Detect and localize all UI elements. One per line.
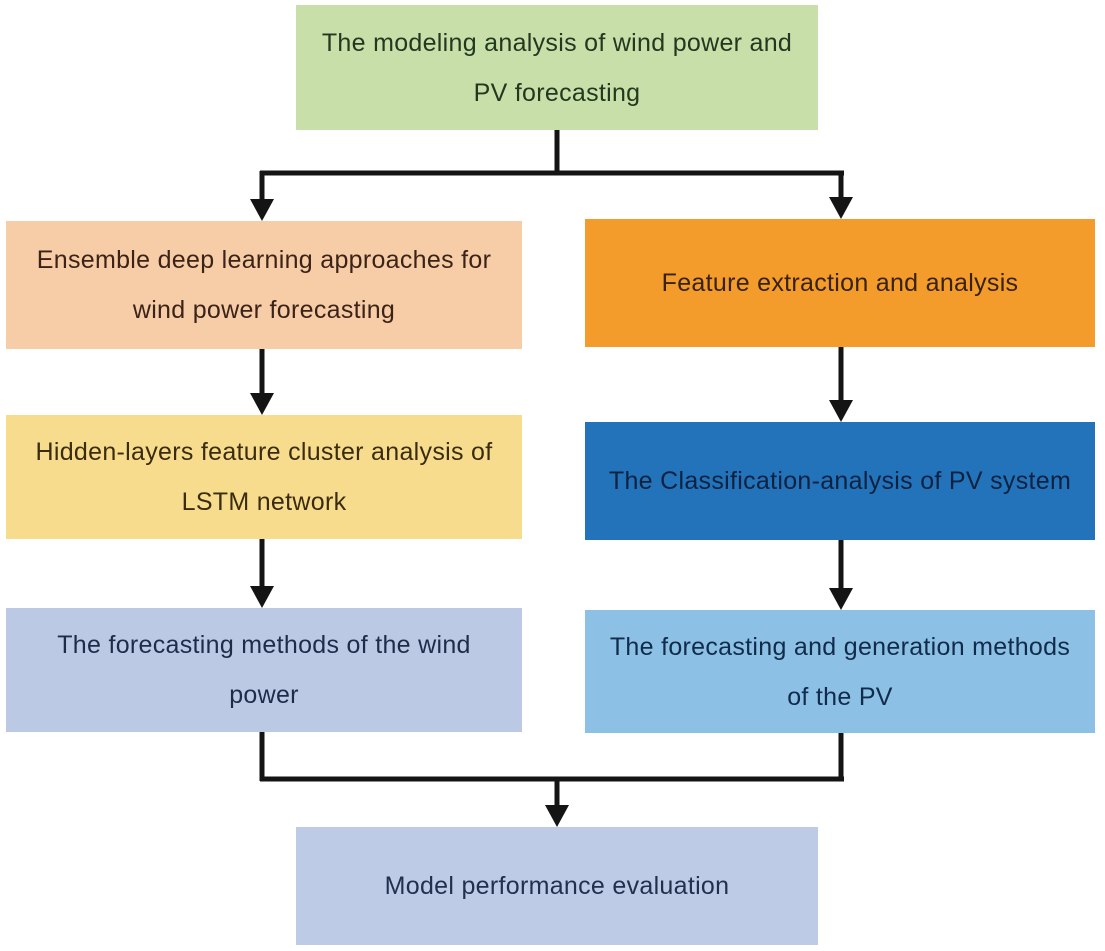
node-modeling-analysis-text-line1: The modeling analysis of wind power and xyxy=(321,28,793,57)
node-pv-forecasting-generation-text-line2: of the PV xyxy=(787,682,893,711)
node-wind-forecasting-methods-text-line1: The forecasting methods of the wind xyxy=(57,631,471,659)
node-pv-classification-analysis-text: The Classification-analysis of PV system xyxy=(608,467,1072,495)
node-hidden-layers-cluster-text-line1: Hidden-layers feature cluster analysis o… xyxy=(35,438,493,466)
node-wind-forecasting-methods: The forecasting methods of the wind powe… xyxy=(6,608,522,732)
node-ensemble-deep-learning-text-line2: wind power forecasting xyxy=(132,296,396,324)
arrowhead-wind1 xyxy=(250,199,274,221)
node-pv-forecasting-generation: The forecasting and generation methods o… xyxy=(585,610,1095,733)
node-wind-forecasting-methods-text-line2: power xyxy=(229,681,299,709)
node-model-performance-evaluation: Model performance evaluation xyxy=(296,827,818,945)
arrowhead-pv3 xyxy=(829,588,853,610)
node-pv-forecasting-generation-text-line1: The forecasting and generation methods xyxy=(609,632,1071,661)
node-ensemble-deep-learning: Ensemble deep learning approaches for wi… xyxy=(6,221,522,349)
arrowhead-wind2 xyxy=(250,393,274,415)
node-modeling-analysis: The modeling analysis of wind power and … xyxy=(296,5,818,130)
node-model-performance-evaluation-text: Model performance evaluation xyxy=(384,872,730,900)
arrowhead-eval xyxy=(545,805,569,827)
node-feature-extraction-text: Feature extraction and analysis xyxy=(661,269,1019,297)
node-hidden-layers-cluster: Hidden-layers feature cluster analysis o… xyxy=(6,415,522,539)
node-hidden-layers-cluster-text-line2: LSTM network xyxy=(181,488,347,516)
node-modeling-analysis-text-line2: PV forecasting xyxy=(473,78,641,107)
arrowhead-pv1 xyxy=(829,197,853,219)
node-ensemble-deep-learning-text-line1: Ensemble deep learning approaches for xyxy=(36,246,492,274)
arrowhead-pv2 xyxy=(829,400,853,422)
node-feature-extraction: Feature extraction and analysis xyxy=(585,219,1095,347)
node-pv-classification-analysis: The Classification-analysis of PV system xyxy=(585,422,1095,540)
arrowhead-wind3 xyxy=(250,586,274,608)
